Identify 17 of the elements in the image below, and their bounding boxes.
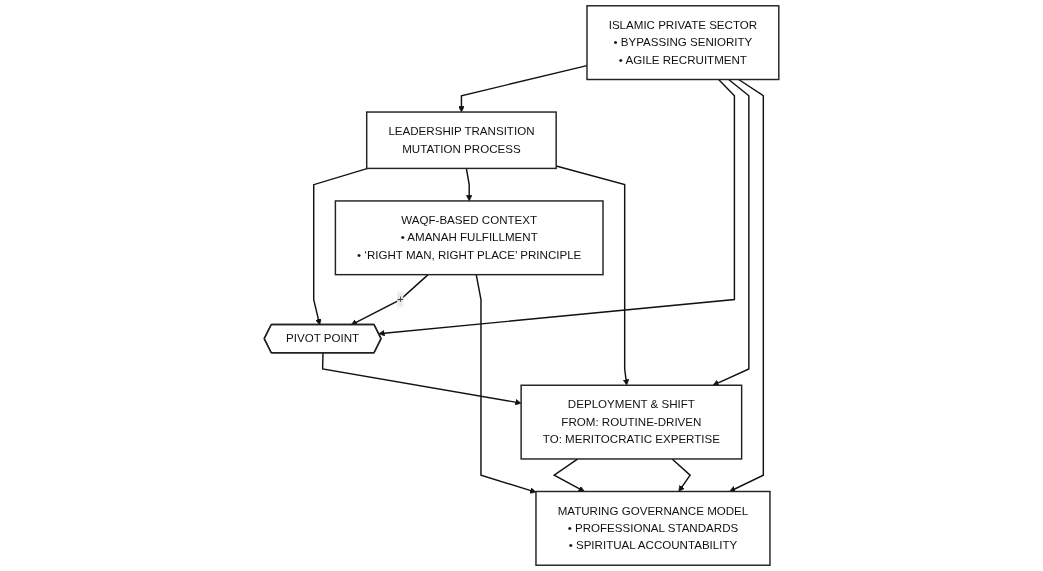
node-box: DEPLOYMENT & SHIFT FROM: ROUTINE-DRIVEN TO: MERITOCRATIC EXPERTISE (520, 384, 743, 460)
arrow (552, 458, 585, 492)
arrow (321, 352, 522, 406)
arrow (313, 167, 369, 326)
arrow (465, 167, 473, 202)
arrow (555, 165, 630, 386)
node-box: ISLAMIC PRIVATE SECTOR • BYPASSING SENIORITY • AGILE RECRUITMENT (586, 5, 780, 81)
arrow (729, 78, 765, 492)
arrow (350, 273, 429, 326)
edge-label: + (396, 293, 404, 306)
arrow (671, 458, 692, 492)
arrow (712, 78, 750, 386)
arrow (475, 273, 537, 494)
arrow (378, 78, 736, 337)
node-box: WAQF-BASED CONTEXT • AMANAH FULFILLMENT • ‘RIGHT MAN, RIGHT PLACE’ PRINCIPLE (334, 200, 604, 276)
node-box: LEADERSHIP TRANSITION MUTATION PROCESS (366, 111, 557, 170)
node-box: MATURING GOVERNANCE MODEL • PROFESSIONAL STANDARDS • SPIRITUAL ACCOUNTABILITY (535, 490, 771, 566)
